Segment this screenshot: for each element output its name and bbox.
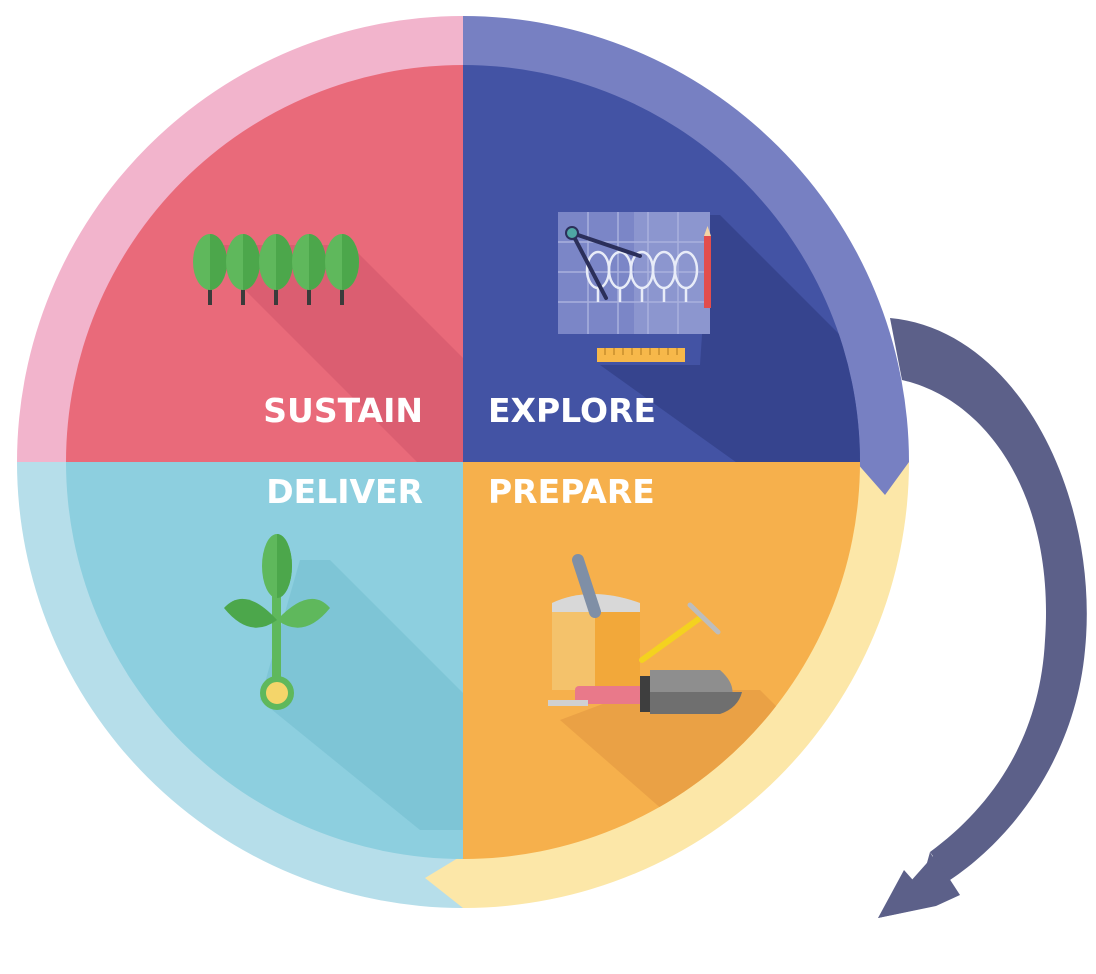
ring-arrow-explore: [463, 16, 909, 495]
seedling-icon: [224, 534, 330, 710]
quadrant-deliver: DELIVER: [66, 462, 463, 859]
garden-tools-icon: [548, 554, 742, 714]
label-deliver: DELIVER: [266, 472, 423, 511]
shadow-sustain: [200, 245, 463, 462]
ring-arrow-sustain: [17, 16, 505, 462]
blueprint-icon: [558, 212, 711, 362]
exit-arrow-shaft: [890, 318, 1087, 880]
cycle-ring: [17, 16, 909, 908]
quadrant-prepare-fill: [463, 462, 860, 859]
ring-arrow-deliver: [17, 420, 463, 908]
shadow-explore: [600, 215, 860, 462]
quadrant-sustain: SUSTAIN: [66, 65, 463, 462]
ring-arrow-prepare: [425, 462, 909, 908]
exit-arrowhead-tip: [878, 855, 960, 918]
trees-icon: [193, 234, 359, 305]
exit-arrow: [878, 318, 1087, 918]
label-sustain: SUSTAIN: [263, 391, 423, 430]
shadow-deliver: [260, 560, 463, 830]
quadrant-explore: EXPLORE: [463, 65, 860, 462]
label-explore: EXPLORE: [488, 391, 656, 430]
label-prepare: PREPARE: [488, 472, 655, 511]
